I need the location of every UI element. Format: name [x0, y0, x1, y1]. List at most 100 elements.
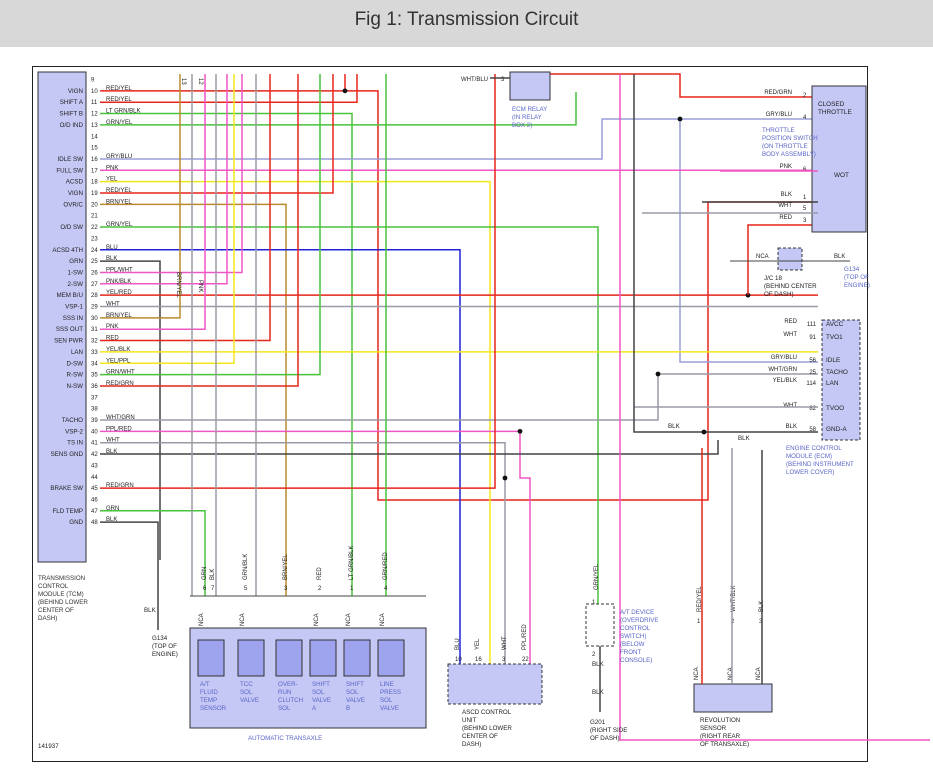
tcm-wire-label: GRN — [106, 506, 119, 512]
ascd-label: ASCD CONTROL — [462, 709, 512, 716]
tcm-wire-label: YEL/RED — [106, 290, 132, 296]
tcm-pin-name: VIGN — [68, 88, 83, 95]
at-device-switch — [585, 603, 615, 647]
tcm-pin-name: O/D SW — [60, 224, 83, 231]
transaxle-component-label: LINE — [380, 681, 394, 688]
g134-left-label: G134 — [152, 635, 168, 642]
ascd-pin: 22 — [522, 657, 529, 663]
splice-gnd — [701, 429, 707, 435]
tps-pin: 1 — [803, 195, 807, 201]
tcm-wire-label: YEL — [106, 177, 118, 183]
tcm-wire-label: RED — [106, 336, 119, 342]
g134-top-label: ENGINE) — [844, 282, 870, 289]
tcm-wire-label: PPL/RED — [106, 426, 132, 432]
transaxle-nca: NCA — [380, 613, 386, 626]
tcm-wire-label: BLK — [106, 517, 117, 523]
tcm-pin-number: 24 — [91, 248, 98, 254]
wire-pin35 — [100, 74, 321, 376]
tcm-pin-number: 26 — [91, 270, 98, 276]
ascd-wire: YEL — [475, 638, 481, 650]
tcm-wire-label: GRN/YEL — [106, 222, 133, 228]
tcm-pin-number: 20 — [91, 202, 98, 208]
tcm-pin-number: 15 — [91, 146, 98, 152]
transaxle-wire: BLK — [210, 569, 216, 580]
revolution-sensor — [693, 683, 773, 713]
tcm-wire-label: GRN/WHT — [106, 370, 135, 376]
transaxle-component-label: SOL — [278, 705, 291, 712]
at-device-label: SWITCH) — [620, 633, 646, 640]
tcm-pin-name: O/D IND — [60, 122, 84, 129]
transaxle-pin: 5 — [244, 586, 248, 592]
rev-sensor-label: OF TRANSAXLE) — [700, 741, 749, 748]
tcm-pin-number: 37 — [91, 395, 98, 401]
tcm-pin-number: 18 — [91, 180, 98, 186]
tcm-wire-label: BLK — [106, 256, 117, 262]
ecm-wire: YEL/BLK — [773, 378, 797, 384]
transaxle-component-coil — [197, 639, 225, 677]
at-device-label: A/T DEVICE — [620, 609, 654, 616]
wire-red-grn-tps — [550, 73, 818, 98]
transaxle-component-label: RUN — [278, 689, 291, 696]
tps-pin: 4 — [803, 115, 807, 121]
wire-vertical-pink — [619, 74, 930, 741]
ascd-wire: WHT — [502, 636, 508, 650]
tps-throttle-label: THROTTLE — [818, 109, 852, 116]
transaxle-component-label: CLUTCH — [278, 697, 303, 704]
ascd-label: CENTER OF — [462, 733, 498, 740]
tcm-label: TRANSMISSION — [38, 575, 85, 582]
rev-sensor-wire: RED/YEL — [697, 586, 703, 612]
jc18-label: J/C 18 — [764, 275, 782, 282]
tps-wire: BLK — [781, 192, 792, 198]
tps-closed-label: CLOSED — [818, 101, 845, 108]
wire-pin19 — [100, 74, 334, 194]
ecm-pin: 56 — [809, 358, 816, 364]
transaxle-component-label: VALVE — [380, 705, 399, 712]
tcm-label: (BEHIND LOWER — [38, 599, 88, 606]
at-device-label: FRONT — [620, 649, 642, 656]
tps-wire: RED — [779, 215, 792, 221]
tcm-pin-name: LAN — [71, 349, 83, 356]
wire-pin47 — [100, 510, 206, 596]
transaxle-component-label: B — [346, 705, 350, 712]
wire-pin16 — [100, 118, 818, 160]
transaxle-nca: NCA — [240, 613, 246, 626]
ecm-pin-name: GND-A — [826, 426, 847, 433]
ecm-relay-pin: 3 — [501, 77, 505, 83]
transaxle-pin: 4 — [384, 586, 388, 592]
tcm-pin-number: 10 — [91, 89, 98, 95]
transaxle-wire: LT GRN/BLK — [349, 546, 355, 580]
tps-wire: GRY/BLU — [766, 112, 792, 118]
rev-sensor-pin: 2 — [731, 619, 735, 625]
ecm-pin: 58 — [809, 427, 816, 433]
tcm-pin-number: 16 — [91, 157, 98, 163]
at-device-label: (BELOW — [620, 641, 645, 648]
transaxle-pin: 6 — [203, 586, 207, 592]
tcm-pin-number: 17 — [91, 168, 98, 174]
tcm-pin-number: 30 — [91, 316, 98, 322]
ascd-pin: 3 — [502, 657, 506, 663]
ecm-blk-left: BLK — [668, 423, 681, 430]
tcm-pin-name: TS IN — [67, 440, 83, 447]
ecm-wire: BLK — [786, 424, 797, 430]
tps-wot-label: WOT — [834, 172, 849, 179]
rev-sensor-label: SENSOR — [700, 725, 727, 732]
tcm-pin-name: BRAKE SW — [50, 485, 83, 492]
tcm-pin-number: 14 — [91, 134, 98, 140]
tcm-pin-number: 23 — [91, 236, 98, 242]
tps-pin: 2 — [803, 93, 807, 99]
tcm-pin-number: 29 — [91, 305, 98, 311]
transaxle-wire: GRN/RED — [383, 552, 389, 580]
ecm-label: LOWER COVER) — [786, 469, 834, 476]
tcm-pin-number: 19 — [91, 191, 98, 197]
tcm-wire-label: RED/YEL — [106, 86, 132, 92]
tcm-wire-label: WHT — [106, 302, 120, 308]
tcm-pin-name: MEM B/U — [57, 292, 83, 299]
rev-sensor-label: (RIGHT REAR — [700, 733, 741, 740]
rev-sensor-nca: NCA — [728, 667, 734, 680]
throttle-position-switch — [811, 85, 867, 233]
ecm-pin-name: TACHO — [826, 369, 848, 376]
tps-label: THROTTLE — [762, 127, 795, 134]
ascd-pin: 10 — [455, 657, 462, 663]
tcm-wire-label: RED/YEL — [106, 188, 132, 194]
